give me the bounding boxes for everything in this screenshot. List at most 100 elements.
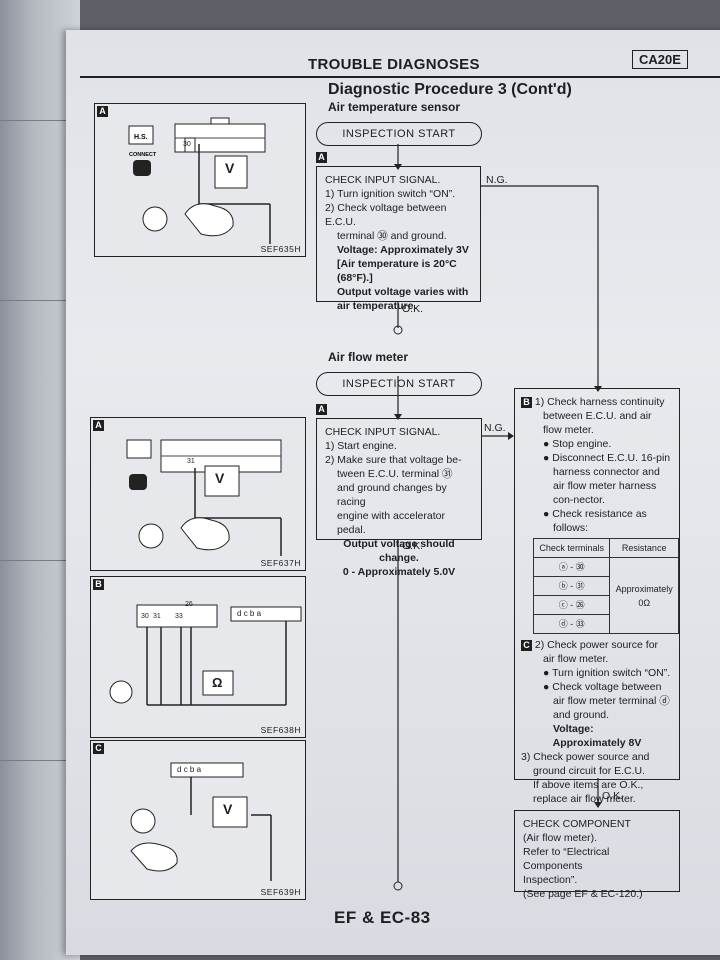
harness-check-box: B 1) Check harness continuity between E.…	[514, 388, 680, 805]
step-line: tween E.C.U. terminal ㉛	[337, 468, 453, 480]
wiring-diagram-2	[126, 439, 282, 556]
table-cell: ⓒ - ㉖	[532, 595, 611, 615]
bullet-item: ● Turn ignition switch “ON”.	[543, 667, 671, 679]
page-number: EF & EC-83	[334, 908, 431, 927]
box-title: CHECK COMPONENT	[523, 818, 631, 830]
check-input-signal-box-1: CHECK INPUT SIGNAL. 1) Turn ignition swi…	[316, 166, 481, 312]
terminal-number: 30	[183, 141, 191, 148]
step-line: terminal ㉚ and ground.	[337, 230, 447, 242]
step-line: 1) Check harness continuity	[534, 396, 665, 408]
note: air temperature.	[337, 300, 417, 312]
header-rule	[80, 76, 720, 78]
terminal-number: 26	[185, 601, 193, 608]
step-tag-b: B	[521, 397, 532, 408]
svg-text:CONNECT: CONNECT	[129, 152, 157, 158]
table-cell: ⓓ - ㉝	[532, 614, 611, 634]
step-line: ground circuit for E.C.U.	[533, 765, 646, 777]
subtitle-air-flow-meter: Air flow meter	[328, 350, 409, 364]
table-cell: ⓑ - ㉛	[532, 576, 611, 596]
ok-label-3: O.K.	[602, 790, 624, 802]
step-line: 1) Start engine.	[325, 440, 397, 452]
voltage-label: Voltage:	[553, 723, 594, 735]
figure-caption: SEF637H	[260, 558, 301, 568]
figure-sef638h: B 30 31 33 26 d c b a Ω SEF638H	[90, 576, 306, 738]
step-line: (Air flow meter).	[523, 832, 598, 844]
bullet-item: ● Check resistance as follows:	[543, 508, 647, 534]
bullet-item: ● Disconnect E.C.U. 16-pin harness conne…	[543, 452, 671, 506]
step-line: between E.C.U. and air	[543, 410, 652, 422]
check-input-signal-box-2: CHECK INPUT SIGNAL. 1) Start engine. 2) …	[316, 418, 482, 578]
terminal-number: 31	[153, 613, 161, 620]
step-line: If above items are O.K.,	[533, 779, 644, 791]
figure-caption: SEF635H	[260, 244, 301, 254]
connector-pins: d c b a	[237, 609, 262, 618]
step-line: 2) Check voltage between E.C.U.	[325, 202, 447, 228]
note: Output voltage varies with	[337, 286, 469, 298]
step-line: replace air flow meter.	[533, 793, 636, 805]
terminal-number: 33	[175, 613, 183, 620]
step-line: Inspection”.	[523, 874, 578, 886]
wiring-diagram-1: H.S. CONNECT	[128, 117, 271, 244]
figure-tag: A	[93, 420, 104, 431]
terminal-number: 30	[141, 613, 149, 620]
table-cell: ⓐ - ㉚	[532, 557, 611, 577]
voltmeter-icon: V	[223, 801, 233, 817]
box-title: CHECK INPUT SIGNAL.	[325, 174, 441, 186]
step-line: 3) Check power source and	[521, 751, 650, 763]
voltage-value: Approximately 8V	[552, 737, 642, 749]
model-code: CA20E	[632, 50, 688, 69]
step-tag-a-1: A	[316, 152, 327, 163]
bullet-item: ● Check voltage between air flow meter t…	[543, 681, 670, 721]
step-line: flow meter.	[543, 424, 594, 436]
step-line: 2) Check power source for	[534, 639, 659, 651]
ok-label-2: O.K.	[402, 540, 424, 552]
step-tag-a-2: A	[316, 404, 327, 415]
subtitle-air-temperature: Air temperature sensor	[328, 100, 461, 114]
condition: (68°F).]	[337, 272, 373, 284]
step-tag-c: C	[521, 640, 532, 651]
connector-pins: d c b a	[177, 765, 202, 774]
terminal-number: 31	[187, 458, 195, 465]
step-line: (See page EF & EC-120.)	[523, 888, 643, 900]
table-header: Resistance	[609, 538, 679, 558]
figure-tag: C	[93, 743, 104, 754]
flow-arrows	[393, 144, 602, 891]
wiring-diagram-4	[130, 762, 272, 881]
figure-sef639h: C d c b a V SEF639H	[90, 740, 306, 900]
svg-text:H.S.: H.S.	[134, 134, 148, 141]
table-header: Check terminals	[532, 538, 611, 558]
ng-label-1: N.G.	[486, 174, 508, 186]
voltmeter-icon: V	[225, 160, 235, 176]
condition: [Air temperature is 20°C	[337, 258, 457, 270]
ohmmeter-icon: Ω	[212, 675, 223, 690]
figure-tag: B	[93, 579, 104, 590]
step-line: air flow meter.	[543, 653, 609, 665]
result-line: 0 - Approximately 5.0V	[342, 566, 456, 578]
voltage-spec: Voltage: Approximately 3V	[337, 244, 469, 256]
step-line: engine with accelerator pedal.	[337, 510, 445, 536]
box-title: CHECK INPUT SIGNAL.	[325, 426, 441, 438]
figure-tag: A	[97, 106, 108, 117]
voltmeter-icon: V	[215, 470, 225, 486]
step-line: 2) Make sure that voltage be-	[325, 454, 462, 466]
step-line: and ground changes by racing	[337, 482, 447, 508]
manual-page: TROUBLE DIAGNOSES CA20E Diagnostic Proce…	[66, 30, 720, 955]
section-header: TROUBLE DIAGNOSES	[308, 56, 480, 73]
page-title: Diagnostic Procedure 3 (Cont'd)	[328, 81, 572, 98]
check-component-box: CHECK COMPONENT (Air flow meter). Refer …	[514, 810, 680, 900]
result-line: Output voltage should change.	[343, 538, 455, 564]
wiring-diagram-3	[109, 604, 302, 706]
step-line: Refer to “Electrical Components	[523, 846, 610, 872]
figure-caption: SEF639H	[260, 887, 301, 897]
inspection-start-1: INSPECTION START	[316, 122, 482, 146]
inspection-start-2: INSPECTION START	[316, 372, 482, 396]
figure-sef637h: A 31 V SEF637H	[90, 417, 306, 571]
step-line: 1) Turn ignition switch “ON”.	[325, 188, 456, 200]
bullet-item: ● Stop engine.	[543, 438, 612, 450]
ng-label-2: N.G.	[484, 422, 506, 434]
ok-label-1: O.K.	[402, 303, 424, 315]
figure-caption: SEF638H	[260, 725, 301, 735]
figure-sef635h: A H.S. CONNECT 30 V SEF635H	[94, 103, 306, 257]
